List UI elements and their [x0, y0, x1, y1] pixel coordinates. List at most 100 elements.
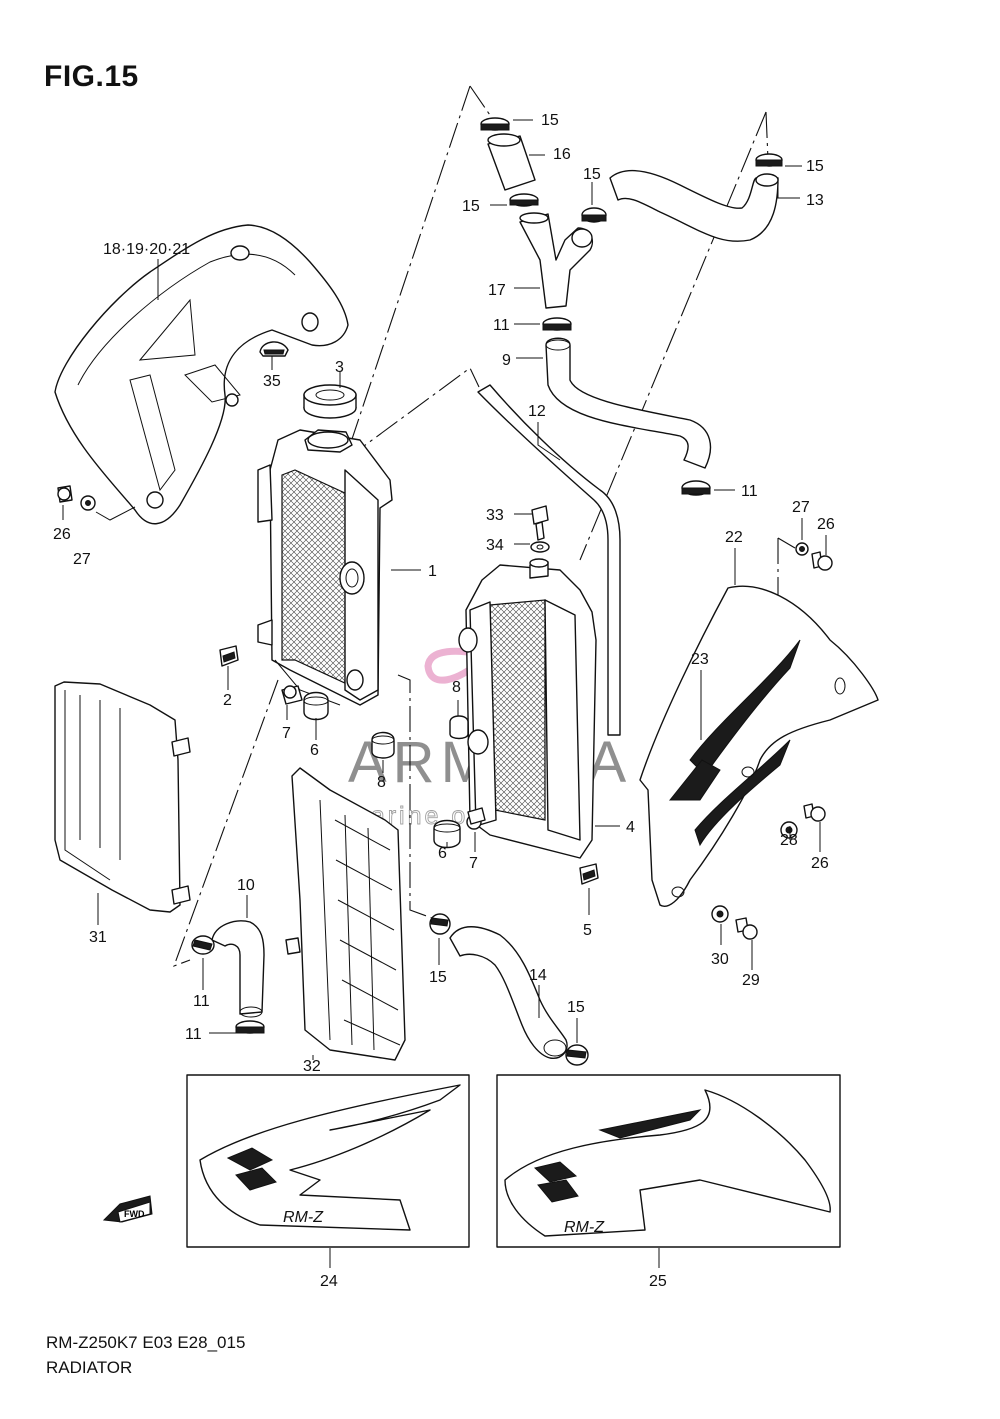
decal-25-logo: RM-Z	[564, 1219, 605, 1236]
callout-15-lower-right: 15	[567, 999, 585, 1016]
callout-11-lower-upper: 11	[193, 993, 210, 1010]
decal-24-box: RM-Z	[186, 1074, 470, 1248]
clamp-15-upper-mid	[509, 193, 539, 207]
callout-6-left: 6	[310, 742, 319, 759]
right-radiator-shroud	[639, 585, 879, 907]
callout-13: 13	[806, 192, 824, 209]
clamp-15-lower-left	[429, 913, 451, 935]
callout-10: 10	[237, 877, 255, 894]
radiator-cap	[303, 384, 357, 419]
radiator-louver	[285, 767, 406, 1061]
hose-16	[487, 133, 536, 191]
washer-27-left	[80, 495, 96, 511]
callout-8-right: 8	[452, 679, 461, 696]
callout-24: 24	[320, 1273, 338, 1290]
clamp-15-far-right	[755, 153, 783, 167]
callout-6-right: 6	[438, 845, 447, 862]
clamp-11-top	[542, 317, 572, 331]
joint-17	[519, 212, 594, 309]
callout-18-21: 18·19·20·21	[103, 241, 190, 258]
callout-15-upper-mid: 15	[462, 198, 480, 215]
diagram-name: RADIATOR	[46, 1358, 133, 1377]
callout-31: 31	[89, 929, 107, 946]
callout-4: 4	[626, 819, 635, 836]
callout-23: 23	[691, 651, 709, 668]
callout-32: 32	[303, 1058, 321, 1075]
callout-9: 9	[502, 352, 511, 369]
callout-11-top: 11	[493, 317, 510, 334]
grommet-35	[259, 341, 289, 357]
callout-15-far-right: 15	[806, 158, 824, 175]
clip-5	[579, 863, 599, 885]
callout-29: 29	[742, 972, 760, 989]
callout-7-right: 7	[469, 855, 478, 872]
bolt-7-right	[466, 807, 486, 830]
callout-25: 25	[649, 1273, 667, 1290]
clamp-15-top	[480, 117, 510, 131]
figure-title: FIG.15	[44, 60, 139, 93]
clamp-11-lower-upper	[191, 935, 215, 955]
washer-34	[530, 541, 550, 553]
callout-3: 3	[335, 359, 344, 376]
callout-12: 12	[528, 403, 546, 420]
callout-17: 17	[488, 282, 506, 299]
decal-24-logo: RM-Z	[283, 1209, 324, 1226]
forward-direction-icon: FWD	[102, 1195, 153, 1223]
collar-8-right	[449, 715, 469, 740]
hose-13	[609, 169, 779, 242]
assembly-guide-lines	[173, 85, 796, 967]
callout-26-right-mid: 26	[811, 855, 829, 872]
bolt-29	[735, 917, 758, 940]
callout-22: 22	[725, 529, 743, 546]
callout-26-right-top: 26	[817, 516, 835, 533]
clamp-11-lower	[235, 1020, 265, 1034]
washer-27-right	[795, 542, 809, 556]
callout-35: 35	[263, 373, 281, 390]
callout-30: 30	[711, 951, 729, 968]
bolt-33	[531, 505, 549, 541]
callout-15-lower-left: 15	[429, 969, 447, 986]
clip-2	[219, 645, 239, 667]
callout-16: 16	[553, 146, 571, 163]
damper-bolt-left	[281, 685, 329, 721]
left-radiator	[257, 429, 393, 706]
hose-9	[545, 337, 712, 469]
bolt-26-left	[57, 485, 73, 503]
callout-1: 1	[428, 563, 437, 580]
callout-11-right: 11	[741, 483, 758, 500]
callout-5: 5	[583, 922, 592, 939]
diagram-code: RM-Z250K7 E03 E28_015	[46, 1333, 246, 1352]
bolt-26-right-mid	[803, 803, 826, 822]
hose-14	[449, 926, 568, 1059]
radiator-guard-left	[54, 681, 191, 913]
left-radiator-shroud	[54, 224, 349, 525]
damper-6-right	[433, 819, 461, 849]
clamp-15-upper-right	[581, 207, 607, 223]
decal-25-box: RM-Z	[496, 1074, 841, 1248]
washer-30	[711, 905, 729, 923]
right-radiator	[458, 558, 597, 859]
clamp-15-lower-right	[565, 1044, 589, 1066]
hose-10	[211, 920, 265, 1018]
pipe-12	[477, 384, 621, 736]
callout-34: 34	[486, 537, 504, 554]
callout-15-upper-right: 15	[583, 166, 601, 183]
forward-direction-label: FWD	[124, 1209, 145, 1219]
callout-8-left: 8	[377, 774, 386, 791]
collar-8-left	[371, 731, 395, 759]
bolt-26-right-top	[811, 551, 833, 571]
callout-labels: 15 16 15 15 15 13 17 11 9 12 11 18·19·20…	[53, 112, 835, 1290]
callout-2: 2	[223, 692, 232, 709]
leader-lines	[62, 119, 827, 1268]
callout-15-top: 15	[541, 112, 559, 129]
callout-26-left: 26	[53, 526, 71, 543]
callout-28: 28	[780, 832, 798, 849]
callout-27-left: 27	[73, 551, 91, 568]
callout-14: 14	[529, 967, 547, 984]
callout-11-lower: 11	[185, 1026, 202, 1043]
clamp-11-right	[681, 480, 711, 496]
callout-27-right: 27	[792, 499, 810, 516]
callout-7-left: 7	[282, 725, 291, 742]
callout-33: 33	[486, 507, 504, 524]
